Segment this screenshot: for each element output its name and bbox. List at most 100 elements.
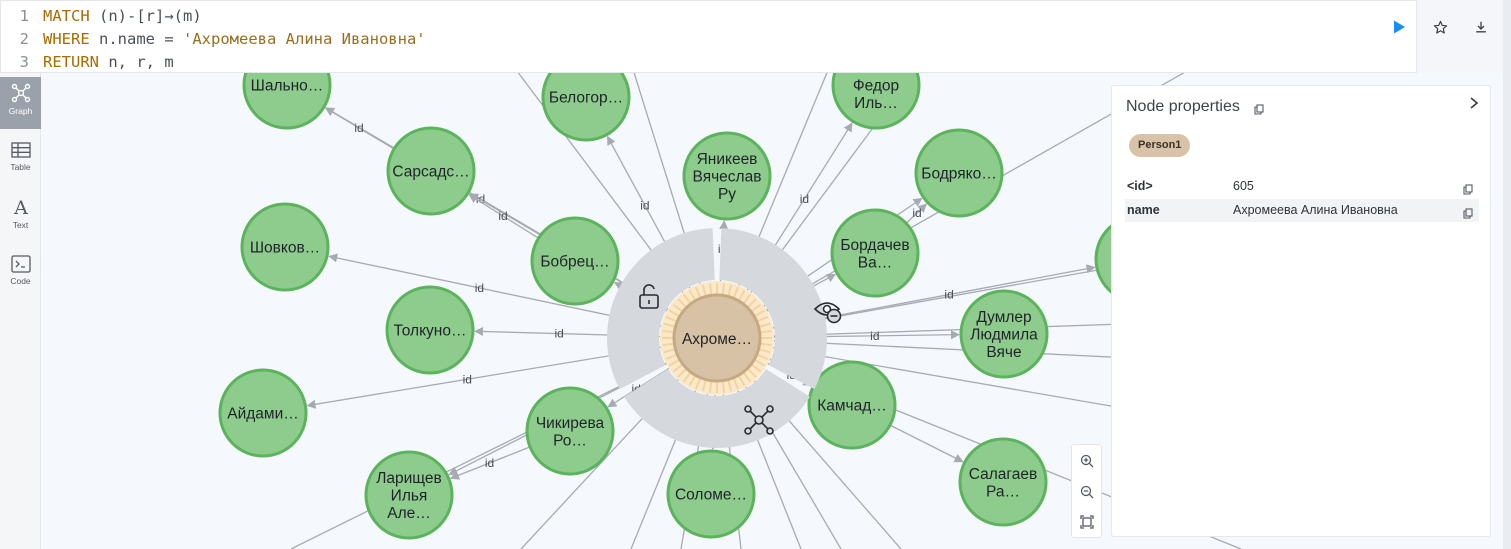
code-token: MATCH: [43, 7, 90, 25]
radial-menu-segment[interactable]: [624, 368, 810, 448]
graph-node[interactable]: Сарсадс…: [386, 126, 476, 216]
selection-halo-ray: [662, 329, 674, 334]
node-circle[interactable]: [914, 128, 1004, 218]
node-circle[interactable]: [525, 386, 615, 476]
code-line[interactable]: 3 RETURN n, r, m: [1, 51, 174, 74]
zoom-in-button[interactable]: [1072, 446, 1101, 476]
node-label: Ра…: [986, 483, 1020, 500]
node-circle[interactable]: [385, 285, 475, 375]
node-circle[interactable]: [682, 131, 772, 221]
node-label: Айдами…: [227, 406, 298, 423]
selection-halo-ray: [742, 372, 752, 383]
graph-svg[interactable]: idididididididididididididididididididid…: [41, 73, 1511, 549]
selection-halo-ray: [665, 316, 677, 323]
node-circle[interactable]: [364, 450, 454, 540]
selection-halo-ray: [747, 298, 757, 308]
selected-node-circle[interactable]: [672, 293, 762, 383]
zoom-out-button[interactable]: [1072, 477, 1101, 507]
node-label: Вяче: [986, 344, 1021, 361]
vertical-scrollbar[interactable]: [1503, 0, 1511, 549]
selection-halo-ray: [738, 289, 746, 301]
relationship-edge[interactable]: [449, 446, 531, 480]
graph-node[interactable]: ЧикиреваРо…: [525, 386, 615, 476]
run-query-button[interactable]: [1387, 15, 1411, 39]
node-circle[interactable]: [831, 73, 921, 130]
graph-node[interactable]: БордачевВа…: [830, 208, 920, 298]
nav-code[interactable]: Code: [0, 249, 41, 301]
relationship-edge[interactable]: [324, 107, 395, 150]
node-label: Белогор…: [549, 90, 623, 107]
nav-table[interactable]: Table: [0, 135, 41, 187]
graph-node[interactable]: Камчад…: [807, 360, 897, 450]
radial-menu-segment[interactable]: [719, 228, 827, 390]
nav-graph[interactable]: Graph: [0, 77, 41, 129]
node-circle[interactable]: [541, 73, 631, 142]
node-properties-panel: Node properties Person1 <id> 605 name Ах…: [1111, 85, 1491, 537]
line-number: 3: [19, 53, 29, 71]
copy-icon[interactable]: [1254, 102, 1264, 120]
graph-node[interactable]: Соломе…: [666, 449, 756, 539]
copy-icon[interactable]: [1463, 180, 1473, 203]
graph-node[interactable]: Айдами…: [218, 368, 308, 458]
node-circle[interactable]: [959, 289, 1049, 379]
node-label: Илья: [391, 488, 428, 505]
download-button[interactable]: [1469, 15, 1493, 39]
node-circle[interactable]: [830, 208, 920, 298]
selection-halo-ray: [708, 381, 713, 393]
graph-node[interactable]: Бобрец…: [530, 216, 620, 306]
node-circle[interactable]: [218, 368, 308, 458]
radial-menu-segment[interactable]: [607, 228, 715, 390]
selection-halo-ray: [668, 359, 680, 367]
selection-halo-ray: [663, 348, 675, 354]
selection-halo-ray: [677, 368, 687, 378]
fit-to-screen-button[interactable]: [1072, 507, 1101, 537]
node-label: Ва…: [858, 254, 892, 271]
download-icon: [1476, 21, 1486, 33]
graph-node[interactable]: СемиФедорИль…: [831, 73, 921, 130]
graph-node[interactable]: ЛарищевИльяАле…: [364, 450, 454, 540]
selection-halo-ray: [721, 381, 726, 393]
node-label-chip[interactable]: Person1: [1129, 134, 1191, 157]
nav-text-label: Text: [12, 220, 29, 230]
node-circle[interactable]: [240, 202, 330, 292]
relationship-label: id: [640, 198, 649, 212]
chevron-right-icon[interactable]: [1468, 96, 1480, 115]
expand-icon[interactable]: [744, 405, 774, 435]
graph-node[interactable]: СалагаевРа…: [958, 437, 1048, 527]
zoom-out-icon: [1080, 485, 1093, 499]
node-circle[interactable]: [807, 360, 897, 450]
node-label: Бордачев: [840, 237, 909, 254]
node-circle[interactable]: [958, 437, 1048, 527]
selection-halo-ray: [760, 342, 772, 347]
node-circle[interactable]: [386, 126, 476, 216]
relationship-edge[interactable]: [905, 203, 928, 224]
graph-icon: [11, 83, 30, 103]
relationship-edge[interactable]: [468, 194, 539, 239]
graph-node[interactable]: Шально…: [242, 73, 332, 130]
selection-halo-ray: [688, 375, 696, 387]
code-token: n, r, m: [99, 53, 174, 71]
selected-node-group[interactable]: Ахроме…: [607, 228, 842, 448]
hide-icon[interactable]: [813, 302, 842, 324]
node-circle[interactable]: [242, 73, 332, 130]
code-token: WHERE: [43, 30, 90, 48]
favorite-button[interactable]: [1428, 15, 1452, 39]
node-circle[interactable]: [666, 449, 756, 539]
node-label: Але…: [387, 505, 431, 522]
graph-node[interactable]: Белогор…: [541, 73, 631, 142]
copy-icon[interactable]: [1463, 204, 1473, 227]
node-label: Шально…: [251, 78, 324, 95]
graph-node[interactable]: Толкуно…: [385, 285, 475, 375]
graph-node[interactable]: Бодряко…: [914, 128, 1004, 218]
code-token: RETURN: [43, 53, 99, 71]
node-circle[interactable]: [530, 216, 620, 306]
nav-text[interactable]: A Text: [0, 191, 41, 243]
graph-node[interactable]: Шовков…: [240, 202, 330, 292]
unlock-icon[interactable]: [639, 284, 659, 309]
text-icon: A: [13, 197, 28, 217]
